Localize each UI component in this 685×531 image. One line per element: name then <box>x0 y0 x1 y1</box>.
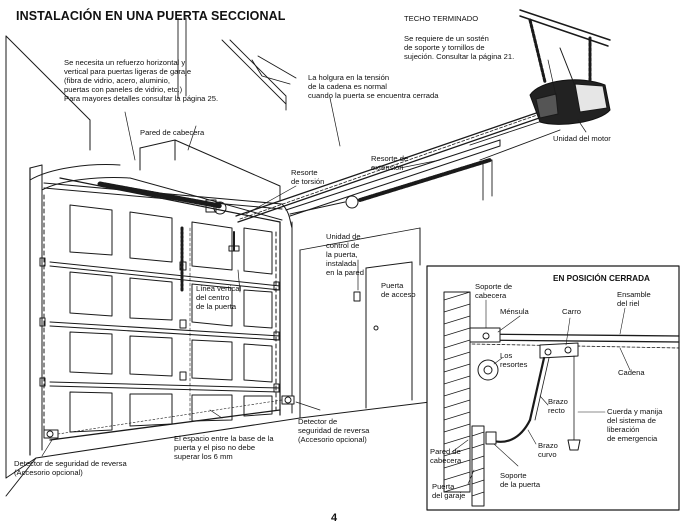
access-door <box>365 261 413 409</box>
wall-control-unit <box>353 291 361 302</box>
inset-label-los-resortes: Los resortes <box>500 351 528 369</box>
opener-rail <box>235 109 546 223</box>
inset-label-soporte-cabecera: Soporte de cabecera <box>475 282 513 300</box>
inset-label-pared-cabecera: Pared de cabecera <box>430 447 462 465</box>
inset-title: EN POSICIÓN CERRADA <box>553 274 650 283</box>
closed-position-inset <box>426 265 680 511</box>
inset-label-puerta-garaje: Puerta del garaje <box>432 482 466 500</box>
label-linea-vertical: Línea vertical del centro de la puerta <box>196 284 242 311</box>
garage-door <box>29 164 293 456</box>
label-techo-terminado: TECHO TERMINADO <box>404 14 479 23</box>
label-resorte-extension: Resorte de extensión <box>371 154 409 172</box>
label-unidad-motor: Unidad del motor <box>553 134 611 143</box>
inset-label-brazo-recto: Brazo recto <box>548 397 568 415</box>
ceiling-beams <box>177 17 561 201</box>
diagram-title: INSTALACIÓN EN UNA PUERTA SECCIONAL <box>16 9 286 23</box>
safety-sensors <box>43 395 295 439</box>
label-refuerzo: Se necesita un refuerzo horizontal y ver… <box>64 58 219 103</box>
label-detector-derecho: Detector de seguridad de reversa (Acceso… <box>298 417 370 444</box>
header-wall <box>139 139 281 201</box>
label-puerta-acceso: Puerta de acceso <box>381 281 416 299</box>
label-unidad-control: Unidad de control de la puerta, instalad… <box>326 232 364 277</box>
label-espacio-piso: El espacio entre la base de la puerta y … <box>174 434 274 461</box>
leader-lines <box>41 59 587 457</box>
label-resorte-torsion: Resorte de torsión <box>291 168 325 186</box>
label-pared-cabecera: Pared de cabecera <box>140 128 205 137</box>
inset-label-brazo-curvo: Brazo curvo <box>538 441 558 459</box>
inset-label-carro: Carro <box>562 307 581 316</box>
motor-unit <box>519 9 611 125</box>
inset-label-cadena: Cadena <box>618 368 645 377</box>
label-sosten-soporte: Se requiere de un sostén de soporte y to… <box>404 34 515 61</box>
inset-label-mensula: Ménsula <box>500 307 529 316</box>
label-detector-izquierdo: Detector de seguridad de reversa (Acceso… <box>14 459 127 477</box>
room-walls <box>5 35 431 497</box>
inset-label-soporte-puerta: Soporte de la puerta <box>500 471 541 489</box>
label-holgura: La holgura en la tensión de la cadena es… <box>308 73 439 100</box>
torsion-spring <box>59 177 281 292</box>
inset-label-ensamble-riel: Ensamble del riel <box>617 290 651 308</box>
page-number: 4 <box>331 512 338 524</box>
inset-label-cuerda-manija: Cuerda y manija del sistema de liberació… <box>607 407 663 443</box>
